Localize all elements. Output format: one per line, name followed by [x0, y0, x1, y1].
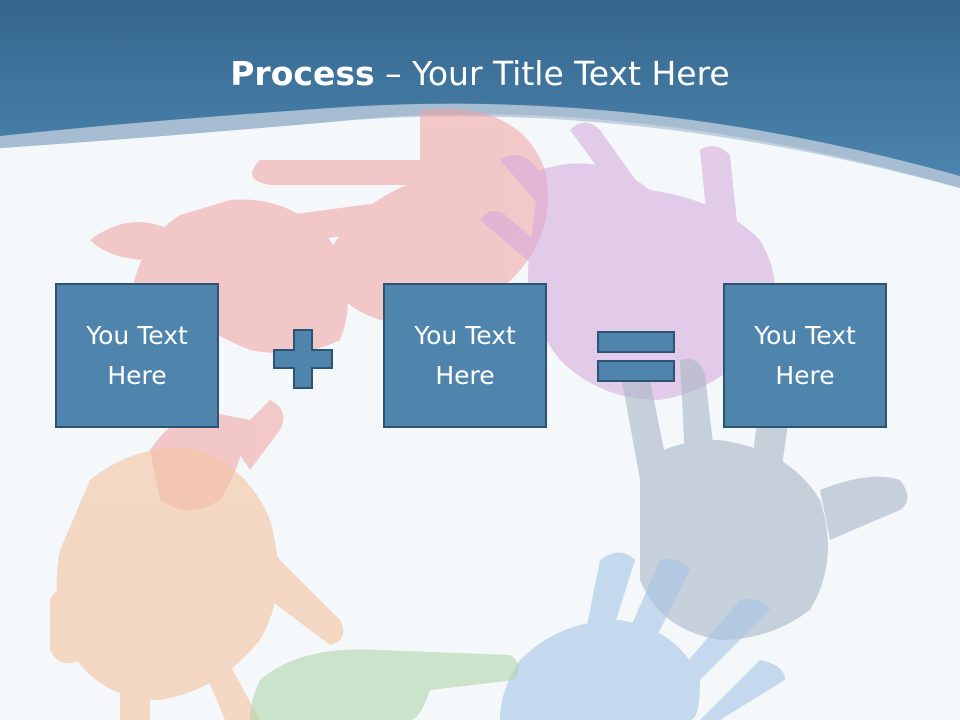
title-rest: – Your Title Text Here — [374, 54, 730, 93]
process-box-1[interactable]: You Text Here — [55, 283, 219, 428]
title-bold: Process — [230, 54, 375, 93]
green-hand-icon — [250, 649, 519, 720]
pink-hand-icon — [90, 108, 548, 510]
blue-hand-icon — [500, 552, 785, 720]
equals-icon — [597, 331, 675, 382]
purple-hand-icon — [480, 122, 775, 400]
header-band — [0, 0, 960, 188]
header-swoosh — [0, 103, 960, 188]
orange-hand-icon — [50, 448, 344, 720]
slide-title: Process – Your Title Text Here — [0, 50, 960, 98]
process-box-3-text: You Text Here — [754, 320, 856, 390]
process-box-3[interactable]: You Text Here — [723, 283, 887, 428]
process-box-2-text: You Text Here — [414, 320, 516, 390]
plus-icon — [273, 329, 333, 389]
process-box-2[interactable]: You Text Here — [383, 283, 547, 428]
process-box-1-text: You Text Here — [86, 320, 188, 390]
